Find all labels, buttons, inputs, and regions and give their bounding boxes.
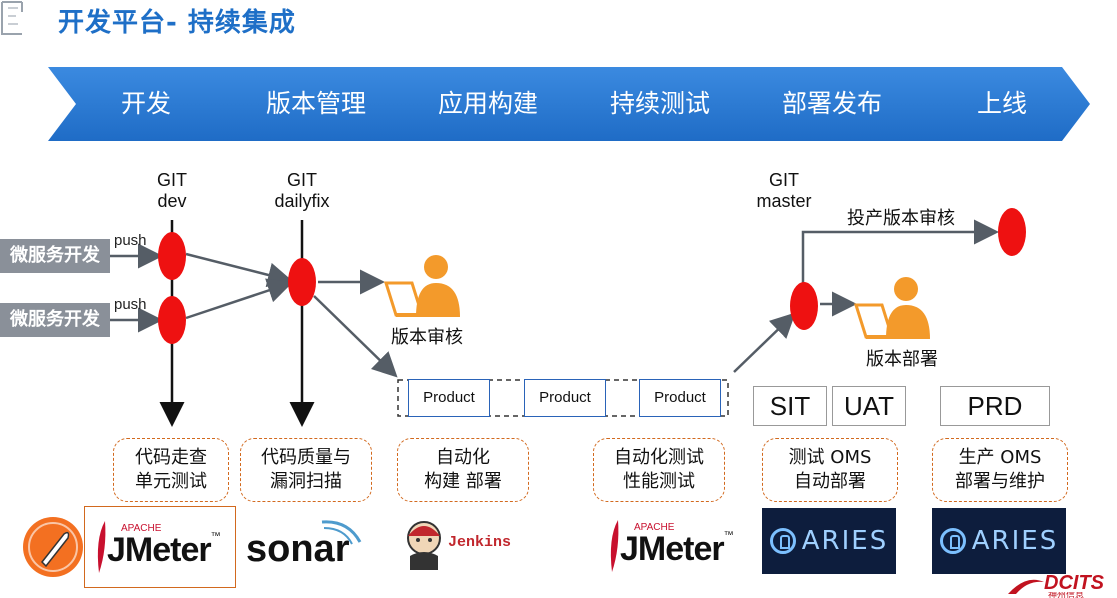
git-dev-label: GIT dev (142, 170, 202, 212)
prod-review-label: 投产版本审核 (847, 208, 955, 228)
aries-logo-2: ARIES (932, 508, 1066, 574)
stage-chevron-3 (392, 67, 594, 141)
apache-feather-icon (610, 520, 619, 572)
service-box-2: 微服务开发 (0, 303, 110, 337)
push-label-1: push (114, 232, 147, 249)
aries-logo-icon (769, 528, 796, 554)
dcits-logo-text: DCITS (1044, 572, 1104, 594)
git-master-label: GIT master (748, 170, 820, 212)
merge-line-1 (185, 252, 293, 288)
aries-logo-text: ARIES (801, 526, 889, 556)
tool-box-test-oms: 测试 OMS 自动部署 (762, 438, 898, 502)
prod-node (998, 208, 1026, 256)
tool-box-line1: 生产 OMS (958, 447, 1042, 468)
tool-box-line2: 自动部署 (794, 471, 866, 492)
prod-review-line (801, 219, 999, 288)
git-master-line2: master (756, 191, 812, 211)
aries-logo-icon (939, 528, 966, 554)
merge-line-2 (185, 278, 293, 320)
jmeter-brand: JMeter (107, 531, 212, 569)
sonar-waves-icon (321, 520, 362, 545)
stage-chevron-2 (220, 67, 422, 141)
stage-chevron-1 (48, 67, 250, 141)
stage-chevron-4 (564, 67, 766, 141)
person-at-laptop-icon (853, 277, 930, 339)
dcits-subtitle: 神州信息 (1048, 592, 1085, 598)
stage-label-testing: 持续测试 (609, 89, 710, 118)
stage-label-online: 上线 (976, 89, 1027, 118)
tool-box-build-deploy: 自动化 构建 部署 (397, 438, 529, 502)
apache-label: APACHE (634, 522, 675, 533)
master-node (790, 282, 818, 330)
tool-box-line2: 漏洞扫描 (270, 471, 342, 492)
stage-chevron-6 (908, 67, 1090, 141)
apache-label: APACHE (121, 523, 162, 534)
stage-chevron-5 (736, 67, 938, 141)
product-box-1: Product (408, 379, 490, 417)
tool-box-line1: 代码走查 (135, 447, 207, 468)
page-title: 开发平台- 持续集成 (58, 8, 296, 38)
jmeter-brand: JMeter (620, 530, 725, 568)
stage-chevron-bar (48, 67, 1090, 141)
env-uat: UAT (832, 386, 906, 426)
jmeter-tm: ™ (723, 530, 734, 541)
deploy-label: 版本部署 (866, 349, 938, 369)
git-dailyfix-label: GIT dailyfix (262, 170, 342, 212)
jmeter-logo-text: APACHE JMeter™ (620, 522, 734, 569)
jmeter-tm: ™ (210, 531, 221, 542)
tool-box-line1: 自动化测试 (614, 447, 704, 468)
review-label: 版本审核 (391, 327, 463, 347)
jenkins-butler-icon (407, 521, 441, 570)
dev-node-2 (158, 296, 186, 344)
env-prd: PRD (940, 386, 1050, 426)
tool-box-line2: 部署与维护 (955, 471, 1045, 492)
tool-box-line1: 自动化 (436, 447, 490, 468)
build-line (313, 295, 398, 378)
git-master-line1: GIT (769, 170, 799, 190)
tool-box-line2: 单元测试 (135, 471, 207, 492)
person-at-laptop-icon (383, 255, 460, 317)
tool-box-line1: 测试 OMS (788, 447, 872, 468)
tool-box-quality-scan: 代码质量与 漏洞扫描 (240, 438, 372, 502)
title-corner-decoration (1, 1, 23, 35)
sonar-logo: sonar (246, 528, 350, 570)
aries-logo-text: ARIES (971, 526, 1059, 556)
git-dailyfix-line2: dailyfix (274, 191, 330, 211)
tool-box-code-review: 代码走查 单元测试 (113, 438, 229, 502)
git-dailyfix-line1: GIT (287, 170, 317, 190)
jmeter-logo-2: APACHE JMeter™ (598, 506, 734, 586)
stage-label-dev: 开发 (120, 89, 171, 118)
push-label-2: push (114, 296, 147, 313)
tool-box-line2: 性能测试 (623, 471, 695, 492)
dev-node-1 (158, 232, 186, 280)
env-sit: SIT (753, 386, 827, 426)
stage-label-deploy: 部署发布 (781, 89, 882, 118)
tool-box-line2: 构建 部署 (424, 471, 502, 492)
stage-label-build: 应用构建 (437, 89, 538, 118)
dcits-logo-icon (1008, 579, 1044, 594)
jmeter-logo-box: APACHE JMeter™ (84, 506, 236, 588)
release-line (733, 312, 796, 373)
git-dev-line1: GIT (157, 170, 187, 190)
feather-icon (23, 517, 83, 577)
aries-logo-1: ARIES (762, 508, 896, 574)
dailyfix-node (288, 258, 316, 306)
tool-box-line1: 代码质量与 (261, 447, 351, 468)
product-box-2: Product (524, 379, 606, 417)
product-box-3: Product (639, 379, 721, 417)
service-box-1: 微服务开发 (0, 239, 110, 273)
stage-label-version-mgmt: 版本管理 (265, 89, 366, 118)
jmeter-logo: APACHE JMeter™ (107, 523, 221, 570)
jenkins-logo-text: Jenkins (448, 534, 512, 551)
git-dev-line2: dev (157, 191, 187, 211)
tool-box-auto-test: 自动化测试 性能测试 (593, 438, 725, 502)
apache-feather-icon (97, 521, 106, 573)
tool-box-prod-oms: 生产 OMS 部署与维护 (932, 438, 1068, 502)
